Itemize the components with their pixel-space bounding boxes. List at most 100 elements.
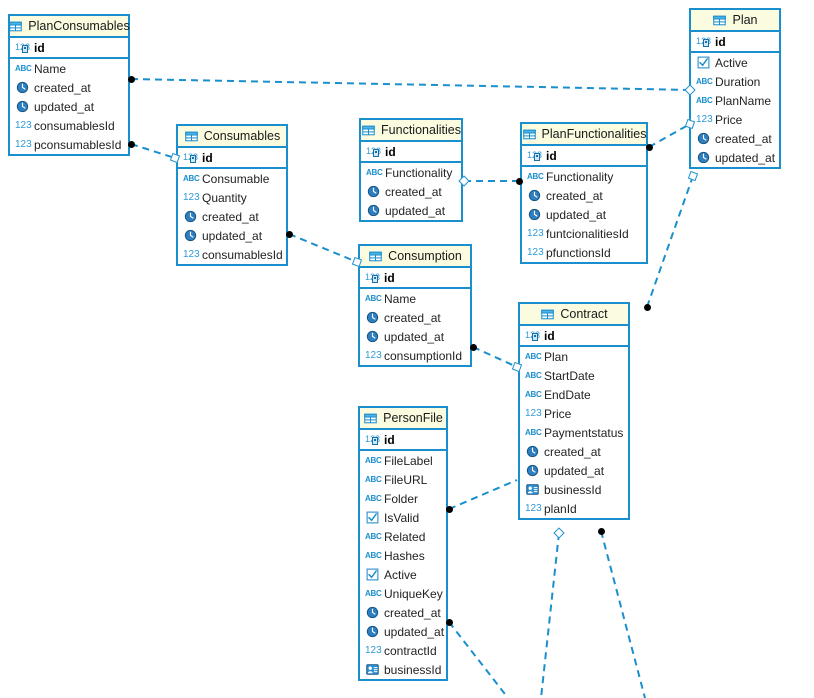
- field-row-id[interactable]: 123id: [520, 326, 628, 345]
- entity-consumables[interactable]: Consumables123idABCConsumable123Quantity…: [176, 124, 288, 266]
- relationship-line-planconsumables-consumables[interactable]: [130, 143, 176, 159]
- field-row-updated_at[interactable]: updated_at: [178, 226, 286, 245]
- abc-icon: ABC: [525, 390, 542, 399]
- field-row-updated_at[interactable]: updated_at: [520, 461, 628, 480]
- field-row-created_at[interactable]: created_at: [178, 207, 286, 226]
- field-row-businessId[interactable]: businessId: [360, 660, 446, 679]
- relationship-line-planfunctionalities-contract[interactable]: [646, 175, 694, 308]
- field-row-created_at[interactable]: created_at: [520, 442, 628, 461]
- field-label: created_at: [544, 444, 601, 459]
- field-row-id[interactable]: 123id: [522, 146, 646, 165]
- entity-title: Functionalities: [381, 122, 461, 137]
- field-row-updated_at[interactable]: updated_at: [522, 205, 646, 224]
- entity-title: Consumption: [388, 248, 462, 263]
- entity-header-plan: Plan: [691, 10, 779, 32]
- field-label: Price: [715, 112, 743, 127]
- field-row-updated_at[interactable]: updated_at: [361, 201, 461, 220]
- entity-plan[interactable]: Plan123idActiveABCDurationABCPlanName123…: [689, 8, 781, 169]
- field-label: EndDate: [544, 387, 591, 402]
- field-label: consumablesId: [202, 247, 283, 262]
- entity-header-planconsumables: PlanConsumables: [9, 16, 130, 38]
- field-row-id[interactable]: 123id: [691, 32, 779, 51]
- field-row-Active[interactable]: Active: [691, 53, 779, 72]
- entity-title: PlanConsumables: [28, 18, 130, 33]
- field-row-created_at[interactable]: created_at: [361, 182, 461, 201]
- field-row-updated_at[interactable]: updated_at: [360, 622, 446, 641]
- primary-key-section: 123id: [691, 32, 779, 53]
- field-row-created_at[interactable]: created_at: [10, 78, 128, 97]
- field-row-id[interactable]: 123id: [360, 430, 446, 449]
- relationship-line-personfile-offscreen-lower[interactable]: [448, 621, 509, 698]
- field-row-updated_at[interactable]: updated_at: [691, 148, 779, 167]
- relationship-line-contract-offscreen-lower-a[interactable]: [540, 532, 560, 698]
- entity-contract[interactable]: Contract123idABCPlanABCStartDateABCEndDa…: [518, 302, 630, 520]
- entity-planconsumables[interactable]: PlanConsumables 123idABCNamecreated_atupd…: [8, 14, 130, 156]
- relationship-line-consumption-contract[interactable]: [472, 346, 518, 368]
- field-row-businessId[interactable]: businessId: [520, 480, 628, 499]
- relationship-line-planconsumables-plan[interactable]: [130, 78, 691, 91]
- field-label: StartDate: [544, 368, 595, 383]
- number-icon: 123: [15, 139, 32, 150]
- field-label: Active: [384, 567, 417, 582]
- field-row-updated_at[interactable]: updated_at: [10, 97, 128, 116]
- clock-icon: [365, 625, 380, 638]
- field-label: businessId: [544, 482, 602, 497]
- field-row-id[interactable]: 123id: [178, 148, 286, 167]
- field-label: updated_at: [384, 329, 445, 344]
- field-row-id[interactable]: 123id: [360, 268, 470, 287]
- field-label: consumptionId: [384, 348, 463, 363]
- entity-planfunctionalities[interactable]: PlanFunctionalities123idABCFunctionality…: [520, 122, 648, 264]
- clock-icon: [527, 208, 542, 221]
- primary-key-section: 123id: [178, 148, 286, 169]
- relationship-line-personfile-contract[interactable]: [448, 479, 518, 510]
- field-row-IsValid[interactable]: IsValid: [360, 508, 446, 527]
- relationship-line-contract-offscreen-lower-b[interactable]: [600, 530, 646, 698]
- field-row-id[interactable]: 123id: [10, 38, 128, 57]
- relationship-line-planfunctionalities-plan[interactable]: [648, 123, 691, 148]
- field-row-id[interactable]: 123id: [361, 142, 461, 161]
- field-label: id: [385, 144, 396, 159]
- field-label: created_at: [385, 184, 442, 199]
- field-row-created_at[interactable]: created_at: [360, 308, 470, 327]
- relationship-endpoint-dot: [643, 303, 651, 311]
- field-row-Active[interactable]: Active: [360, 565, 446, 584]
- entity-consumption[interactable]: Consumption 123idABCNamecreated_atupdated…: [358, 244, 472, 367]
- field-row-updated_at[interactable]: updated_at: [360, 327, 470, 346]
- table-icon: [540, 308, 555, 321]
- field-row-created_at[interactable]: created_at: [360, 603, 446, 622]
- entity-functionalities[interactable]: Functionalities 123idABCFunctionality crea…: [359, 118, 463, 222]
- field-row-created_at[interactable]: created_at: [691, 129, 779, 148]
- field-row-created_at[interactable]: created_at: [522, 186, 646, 205]
- relationship-line-consumables-consumption[interactable]: [288, 233, 358, 263]
- entity-personfile[interactable]: PersonFile123idABCFileLabelABCFileURLABC…: [358, 406, 448, 681]
